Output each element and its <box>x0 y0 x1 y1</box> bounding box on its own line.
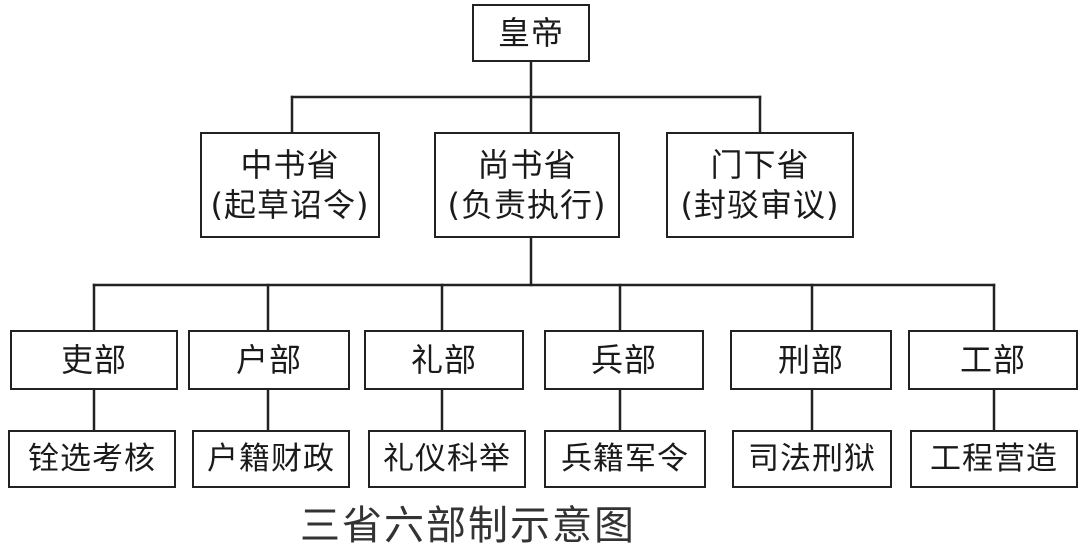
ministry-name: 礼部 <box>410 341 477 379</box>
ministry-name: 刑部 <box>777 341 844 379</box>
province-node-shangshu: 尚书省 (负责执行) <box>434 132 620 238</box>
diagram-caption: 三省六部制示意图 <box>300 503 636 549</box>
emperor-label: 皇帝 <box>497 14 564 52</box>
ministry-duty: 司法刑狱 <box>748 440 876 477</box>
ministry-duty-hu: 户籍财政 <box>192 430 350 488</box>
ministry-name: 吏部 <box>60 341 127 379</box>
ministry-node-li: 吏部 <box>10 330 178 390</box>
ministry-node-lib: 礼部 <box>364 330 524 390</box>
ministry-duty: 户籍财政 <box>207 440 335 477</box>
province-role: (封驳审议) <box>680 186 840 224</box>
ministry-duty: 礼仪科举 <box>383 440 511 477</box>
province-role: (负责执行) <box>447 186 607 224</box>
province-role: (起草诏令) <box>210 186 370 224</box>
ministry-node-hu: 户部 <box>188 330 350 390</box>
ministry-duty-bing: 兵籍军令 <box>544 430 706 488</box>
province-node-menxia: 门下省 (封驳审议) <box>666 132 854 238</box>
ministry-name: 兵部 <box>590 341 657 379</box>
ministry-node-gong: 工部 <box>908 330 1078 390</box>
emperor-node: 皇帝 <box>472 4 590 62</box>
ministry-name: 户部 <box>235 341 302 379</box>
ministry-duty: 兵籍军令 <box>561 440 689 477</box>
ministry-duty-lib: 礼仪科举 <box>368 430 526 488</box>
ministry-duty-xing: 司法刑狱 <box>732 430 892 488</box>
province-node-zhongshu: 中书省 (起草诏令) <box>200 132 380 238</box>
ministry-duty-li: 铨选考核 <box>8 430 176 488</box>
ministry-duty-gong: 工程营造 <box>910 430 1078 488</box>
province-name: 尚书省 <box>477 146 577 184</box>
ministry-node-bing: 兵部 <box>544 330 704 390</box>
ministry-node-xing: 刑部 <box>730 330 892 390</box>
province-name: 中书省 <box>240 146 340 184</box>
ministry-name: 工部 <box>959 341 1026 379</box>
province-name: 门下省 <box>710 146 810 184</box>
ministry-duty: 铨选考核 <box>28 440 156 477</box>
ministry-duty: 工程营造 <box>930 440 1058 477</box>
